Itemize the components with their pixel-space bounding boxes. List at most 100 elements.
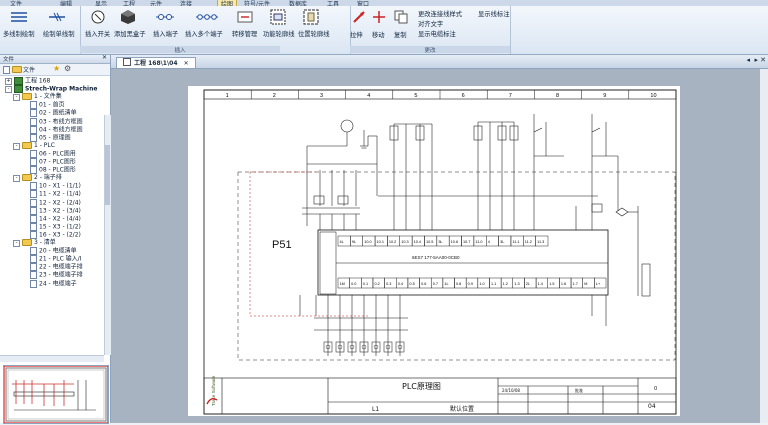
tree-item[interactable]: 05 - 原理图	[30, 133, 71, 142]
tree-hscrollbar[interactable]	[0, 355, 104, 362]
menu-item[interactable]: 窗口	[357, 1, 370, 8]
tree-expander-icon[interactable]: -	[13, 142, 20, 150]
approved-label: 批准	[575, 387, 583, 393]
tree-item[interactable]: 02 - 图纸清单	[30, 109, 77, 118]
add-black-box-button[interactable]: 添加黑盒子	[114, 31, 146, 38]
tree-item-label: 02 - 图纸清单	[39, 109, 77, 117]
tree-expander-icon[interactable]: -	[5, 86, 12, 94]
stretch-button[interactable]: 拉伸	[350, 32, 363, 39]
tab-scroll-right-icon[interactable]: ▸	[754, 56, 758, 64]
sensor-symbol-circle	[397, 344, 403, 350]
tree-item[interactable]: 10 - X1 - (1/1)	[30, 182, 81, 191]
tree-expander-icon[interactable]: -	[13, 240, 20, 247]
document-close-icon[interactable]: ✕	[760, 56, 766, 64]
tree-item[interactable]: +工程 168	[5, 77, 50, 85]
folder-icon	[22, 93, 32, 101]
tree-item-label: 13 - X2 - (3/4)	[39, 207, 81, 215]
settings-icon[interactable]: ⚙	[64, 64, 72, 73]
page-icon	[30, 198, 37, 207]
favorite-icon[interactable]: ★	[53, 64, 61, 73]
align-text-button[interactable]: 对齐文字	[418, 21, 444, 28]
tree-item[interactable]: 22 - 电缆端子排	[30, 263, 83, 272]
insert-switch-button[interactable]: 插入开关	[85, 31, 111, 38]
change-connection-style-button[interactable]: 更改连接线样式	[418, 11, 463, 18]
control-wire-red	[249, 171, 370, 317]
column-number: 9	[603, 93, 606, 99]
tree-item[interactable]: -2 - 端子排	[13, 174, 62, 183]
tree-scrollbar[interactable]	[104, 115, 111, 355]
column-number: 1	[226, 93, 229, 99]
function-outline-button[interactable]: 功能轮廓线	[263, 31, 295, 38]
tree-item[interactable]: 03 - 布线方框图	[30, 117, 83, 126]
preview-minimap[interactable]	[3, 365, 109, 424]
ribbon-group-change: 拉伸 移动 复制 更改连接线样式 显示线标注 对齐文字 显示电缆标注 更改	[350, 6, 511, 54]
plc-terminal-label: 11.1	[512, 240, 519, 244]
tree-scrollbar-thumb[interactable]	[105, 145, 110, 205]
plc-terminal-label: 10.7	[463, 240, 470, 244]
panel-close-icon[interactable]: ✕	[101, 54, 107, 61]
shift-manage-button[interactable]: 转移管理	[232, 31, 258, 38]
tree-item[interactable]: 12 - X2 - (2/4)	[30, 198, 81, 207]
tree-item[interactable]: -Strech-Wrap Machine	[5, 85, 97, 94]
tree-item[interactable]: 11 - X2 - (1/4)	[30, 190, 81, 199]
tree-item[interactable]: 07 - PLC图形	[30, 158, 76, 166]
plc-terminal-label: 0.3	[386, 282, 391, 286]
tree-expander-icon[interactable]: -	[13, 94, 20, 102]
tree-item[interactable]: 01 - 首页	[30, 101, 65, 110]
show-label-button[interactable]: 显示线标注	[478, 11, 510, 18]
menu-item[interactable]: 数据库	[289, 1, 308, 8]
tree-item-label: 22 - 电缆端子排	[39, 263, 83, 271]
move-button[interactable]: 移动	[372, 32, 385, 39]
menu-item[interactable]: 连接	[180, 1, 193, 8]
menu-item[interactable]: 编辑	[60, 1, 73, 8]
menu-item[interactable]: 元件	[150, 1, 163, 8]
tree-item[interactable]: - 1 - PLC	[13, 141, 55, 150]
document-tab[interactable]: 工程 168\1\04 ✕	[116, 57, 196, 68]
terminal-icon	[156, 14, 174, 20]
menu-item[interactable]: 工程	[123, 1, 136, 8]
column-number: 8	[556, 93, 559, 99]
tree-item[interactable]: 06 - PLC图用	[30, 149, 76, 158]
menu-item[interactable]: 显示	[95, 1, 108, 8]
menu-item[interactable]: 工具	[327, 1, 340, 8]
workspace-vscrollbar[interactable]	[760, 69, 768, 423]
tree-item[interactable]: 13 - X2 - (3/4)	[30, 206, 81, 215]
tree-item[interactable]: 23 - 电缆端子排	[30, 271, 83, 280]
plc-terminal-label: 11.3	[537, 240, 544, 244]
plc-terminal-label: 0.7	[433, 282, 438, 286]
tree-item[interactable]: -1 - 文件集	[13, 93, 62, 102]
tab-close-icon[interactable]: ✕	[183, 60, 189, 67]
tree-item[interactable]: 24 - 电缆端子	[30, 279, 77, 288]
plc-terminal-label: 0.0	[351, 282, 356, 286]
menu-item[interactable]: 符号/元件	[244, 1, 271, 8]
menu-item[interactable]: 文件	[10, 1, 23, 8]
tree-item[interactable]: 20 - 电缆清单	[30, 247, 77, 256]
tree-expander-icon[interactable]: +	[5, 78, 12, 85]
tab-scroll-left-icon[interactable]: ◂	[746, 56, 750, 64]
tree-item-label: 05 - 原理图	[39, 134, 71, 142]
new-file-icon[interactable]	[3, 66, 10, 74]
position-outline-button[interactable]: 位置轮廓线	[298, 31, 330, 38]
show-cable-label-button[interactable]: 显示电缆标注	[418, 31, 456, 38]
tree-expander-icon[interactable]: -	[13, 175, 20, 183]
shift-manage-icon	[237, 11, 253, 23]
ribbon-group-wire: 多线制绘制 绘制单线制	[0, 6, 81, 54]
tree-item[interactable]: 08 - PLC图形	[30, 166, 76, 175]
tree-item[interactable]: 16 - X3 - (2/2)	[30, 230, 81, 239]
insert-multi-terminal-button[interactable]: 插入多个端子	[185, 31, 223, 38]
tree-item[interactable]: -3 - 清单	[13, 239, 56, 247]
tree-item[interactable]: 15 - X3 - (1/2)	[30, 222, 81, 231]
tree-item[interactable]: 21 - PLC 输入/I	[30, 255, 81, 264]
tree-item[interactable]: 14 - X2 - (4/4)	[30, 214, 81, 223]
copy-button[interactable]: 复制	[394, 32, 407, 39]
files-tab[interactable]: 文件	[23, 67, 36, 74]
tree-item[interactable]: 04 - 布线方框图	[30, 125, 83, 134]
top-wiring	[302, 114, 639, 296]
panel-title-text: 文件	[3, 57, 15, 63]
tree-item-label: 1 - PLC	[34, 141, 55, 149]
insert-terminal-button[interactable]: 插入端子	[153, 31, 179, 38]
multi-wire-button[interactable]: 多线制绘制	[3, 31, 35, 38]
single-wire-button[interactable]: 绘制单线制	[43, 31, 75, 38]
plc-terminal-label: 3L	[438, 240, 442, 244]
